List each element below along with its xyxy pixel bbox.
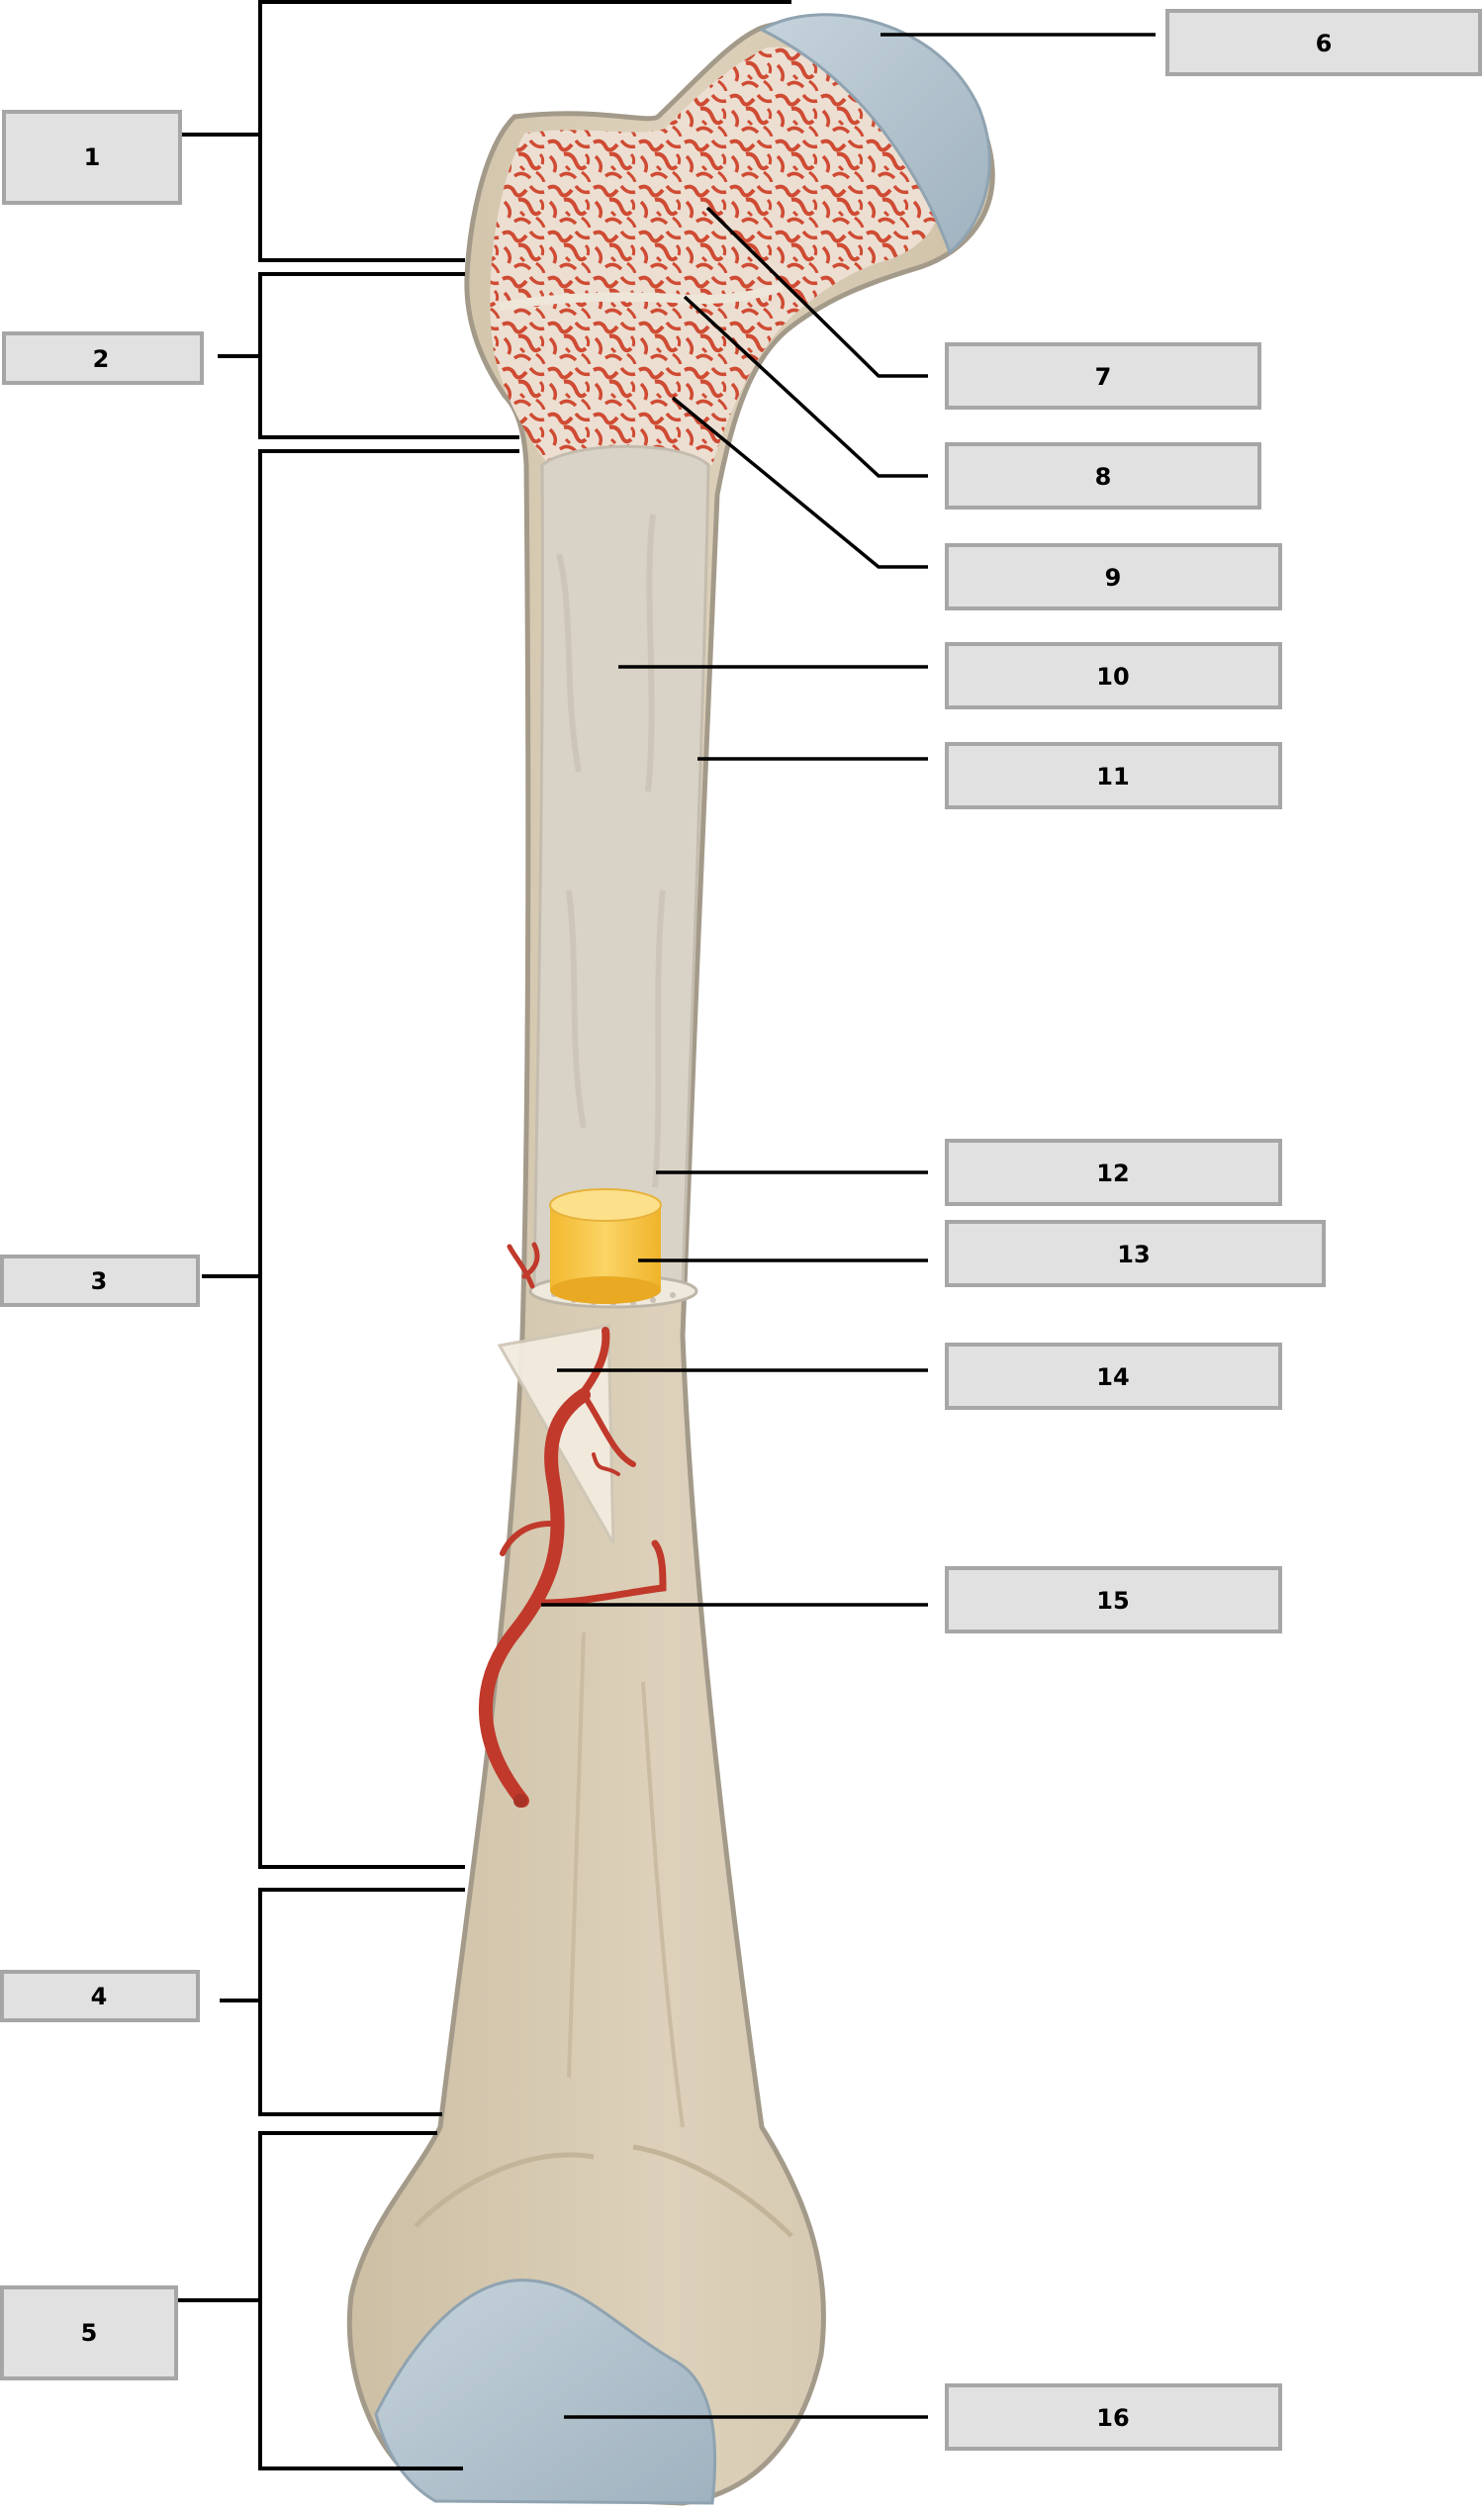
- leader-9: [671, 396, 928, 569]
- spongy-bone: [490, 47, 941, 465]
- nutrient-artery: [478, 1242, 667, 1808]
- label-text-3: 3: [91, 1267, 108, 1295]
- leader-8: [683, 295, 928, 478]
- artery-lumen: [513, 1794, 527, 1808]
- label-text-13: 13: [1117, 1241, 1150, 1268]
- cavity-texture: [556, 513, 666, 1188]
- label-box-9[interactable]: 9: [945, 543, 1282, 610]
- label-box-12[interactable]: 12: [945, 1139, 1282, 1206]
- label-box-5[interactable]: 5: [0, 2285, 178, 2380]
- label-box-4[interactable]: 4: [0, 1970, 200, 2022]
- epiphyseal-line: [499, 282, 784, 312]
- label-box-7[interactable]: 7: [945, 342, 1261, 410]
- bracket-4: [258, 1888, 465, 2116]
- leader-lines: [541, 33, 1156, 2419]
- bracket-1: [258, 0, 791, 262]
- articular-cartilage-proximal: [758, 13, 991, 255]
- label-box-16[interactable]: 16: [945, 2383, 1282, 2451]
- label-text-4: 4: [91, 1983, 108, 2010]
- label-text-9: 9: [1105, 564, 1122, 592]
- label-boxes: 1 2 3 4 5 6 7 8: [0, 9, 1482, 2451]
- label-box-10[interactable]: 10: [945, 642, 1282, 709]
- label-text-6: 6: [1316, 30, 1333, 57]
- label-box-3[interactable]: 3: [0, 1255, 200, 1307]
- label-text-8: 8: [1095, 463, 1112, 491]
- label-box-14[interactable]: 14: [945, 1343, 1282, 1410]
- label-box-1[interactable]: 1: [2, 110, 182, 205]
- label-box-6[interactable]: 6: [1165, 9, 1482, 76]
- yellow-marrow: [549, 1188, 662, 1304]
- label-box-8[interactable]: 8: [945, 442, 1261, 510]
- label-text-7: 7: [1095, 363, 1112, 391]
- label-text-10: 10: [1096, 663, 1129, 691]
- region-brackets: [178, 0, 791, 2470]
- condyle-shading: [414, 2144, 793, 2238]
- label-text-15: 15: [1096, 1587, 1129, 1615]
- leader-7: [705, 206, 928, 378]
- label-text-5: 5: [81, 2319, 98, 2347]
- label-text-12: 12: [1096, 1160, 1129, 1187]
- bracket-3: [258, 449, 519, 1869]
- label-text-14: 14: [1096, 1363, 1129, 1391]
- label-box-2[interactable]: 2: [2, 331, 204, 385]
- label-text-1: 1: [84, 143, 101, 171]
- label-text-16: 16: [1096, 2404, 1129, 2432]
- label-box-11[interactable]: 11: [945, 742, 1282, 809]
- label-text-2: 2: [93, 345, 110, 373]
- label-box-13[interactable]: 13: [945, 1220, 1326, 1287]
- articular-cartilage-distal: [374, 2279, 717, 2505]
- label-text-11: 11: [1096, 763, 1129, 791]
- shaft-shading: [567, 1631, 685, 2128]
- label-box-15[interactable]: 15: [945, 1566, 1282, 1633]
